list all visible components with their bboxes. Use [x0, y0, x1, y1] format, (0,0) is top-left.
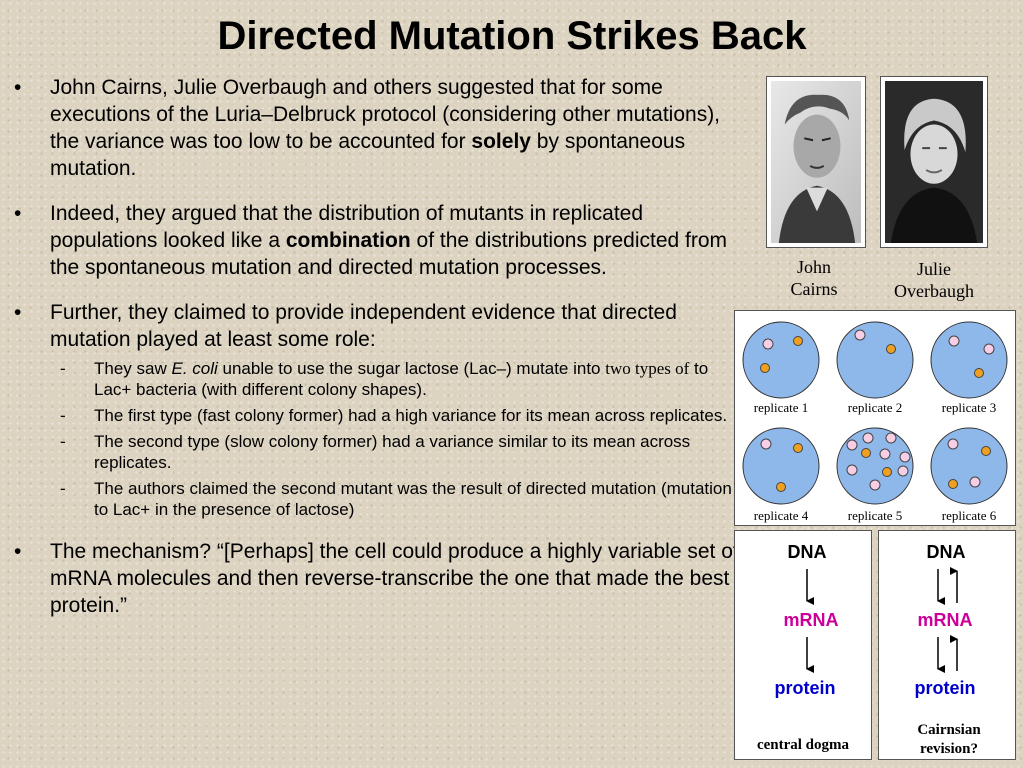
sub-2-text: The first type (fast colony former) had …	[94, 406, 728, 425]
bullet-marker: •	[14, 202, 22, 225]
replicate-dish-1	[742, 321, 820, 399]
caption-john-cairns: John Cairns	[762, 256, 866, 300]
replicate-label: replicate 1	[754, 400, 809, 415]
replicate-label: replicate 6	[942, 508, 997, 523]
replicate-label: replicate 3	[942, 400, 997, 415]
central-dogma-figure: DNA mRNA protein central dogma	[757, 542, 850, 753]
slide-title: Directed Mutation Strikes Back	[217, 14, 807, 58]
replicate-dish-5	[836, 427, 914, 505]
sub-1-text-c: to Lac+ bacteria (with different colony …	[94, 359, 709, 399]
sub-bullet-1: - They saw E. coli unable to use the sug…	[14, 358, 744, 400]
cairnsian-revision-figure: DNA mRNA protein Cairnsian revision?	[915, 542, 982, 757]
photo-julie-overbaugh	[880, 76, 988, 248]
sub-bullet-3: - The second type (slow colony former) h…	[14, 431, 744, 473]
replicate-dish-6	[930, 427, 1008, 505]
sub-1-two-types: two types of	[605, 359, 690, 378]
dash-marker: -	[60, 479, 66, 498]
replicate-dish-4	[742, 427, 820, 505]
revision-protein-label: protein	[915, 678, 976, 698]
replicate-dish-2	[836, 321, 914, 399]
sub-bullet-4: - The authors claimed the second mutant …	[14, 478, 744, 520]
dogma-protein-label: protein	[775, 678, 836, 698]
portrait-overbaugh-image	[885, 81, 983, 243]
bullet-4: • The mechanism? “[Perhaps] the cell cou…	[14, 538, 744, 619]
caption-overbaugh-line-2: Overbaugh	[894, 281, 974, 301]
central-dogma-panel: DNA mRNA protein central dogma	[734, 530, 872, 760]
bullet-1-text-a: John Cairns, Julie Overbaugh and others …	[50, 76, 721, 153]
replicate-dish-3	[930, 321, 1008, 399]
replicate-label: replicate 2	[848, 400, 903, 415]
bullet-1-bold: solely	[471, 130, 531, 153]
bullet-3-text: Further, they claimed to provide indepen…	[50, 301, 677, 351]
bullet-4-text: The mechanism? “[Perhaps] the cell could…	[50, 540, 739, 617]
cairnsian-caption-line-2: revision?	[920, 741, 978, 757]
bullet-2-bold: combination	[285, 229, 411, 252]
sub-3-text: The second type (slow colony former) had…	[94, 432, 691, 472]
bullet-1-text-b: by spontaneous mutation.	[50, 130, 686, 180]
sub-4-text: The authors claimed the second mutant wa…	[94, 479, 732, 519]
bullet-2-text-b: of the distributions predicted from the …	[50, 229, 728, 279]
sub-bullet-2: - The first type (fast colony former) ha…	[14, 405, 744, 426]
revision-dna-label: DNA	[927, 542, 966, 562]
dash-marker: -	[60, 432, 66, 451]
dogma-mrna-label: mRNA	[783, 610, 838, 630]
bullet-2-text-a: Indeed, they argued that the distributio…	[50, 202, 644, 252]
sub-1-ecoli: E. coli	[171, 359, 218, 378]
sub-1-text-b: unable to use the sugar lactose (Lac–) m…	[217, 359, 606, 378]
caption-overbaugh-line-1: Julie	[917, 259, 951, 279]
bullet-marker: •	[14, 301, 22, 324]
sub-1-text-a: They saw	[94, 359, 172, 378]
replicates-panel: replicate 1 replicate 2 replicate 3 repl…	[734, 310, 1016, 526]
caption-cairns-line-1: John	[796, 257, 831, 277]
dash-marker: -	[60, 406, 66, 425]
caption-cairns-line-2: Cairns	[790, 279, 838, 299]
replicate-label: replicate 5	[848, 508, 903, 523]
replicates-figure: replicate 1 replicate 2 replicate 3 repl…	[742, 321, 1008, 523]
dogma-dna-label: DNA	[788, 542, 827, 562]
dash-marker: -	[60, 359, 66, 378]
revision-mrna-label: mRNA	[917, 610, 972, 630]
cairnsian-revision-panel: DNA mRNA protein Cairnsian revision?	[878, 530, 1016, 760]
bullet-marker: •	[14, 540, 22, 563]
bullet-2: • Indeed, they argued that the distribut…	[14, 200, 744, 281]
caption-julie-overbaugh: Julie Overbaugh	[872, 258, 996, 302]
photo-john-cairns	[766, 76, 866, 248]
central-dogma-caption: central dogma	[757, 737, 850, 753]
replicate-label: replicate 4	[754, 508, 809, 523]
bullet-marker: •	[14, 76, 22, 99]
bullet-1: • John Cairns, Julie Overbaugh and other…	[14, 74, 744, 182]
bullet-3: • Further, they claimed to provide indep…	[14, 299, 744, 353]
bullet-list: • John Cairns, Julie Overbaugh and other…	[14, 74, 744, 619]
portrait-cairns-image	[771, 81, 861, 243]
cairnsian-caption-line-1: Cairnsian	[917, 722, 981, 738]
